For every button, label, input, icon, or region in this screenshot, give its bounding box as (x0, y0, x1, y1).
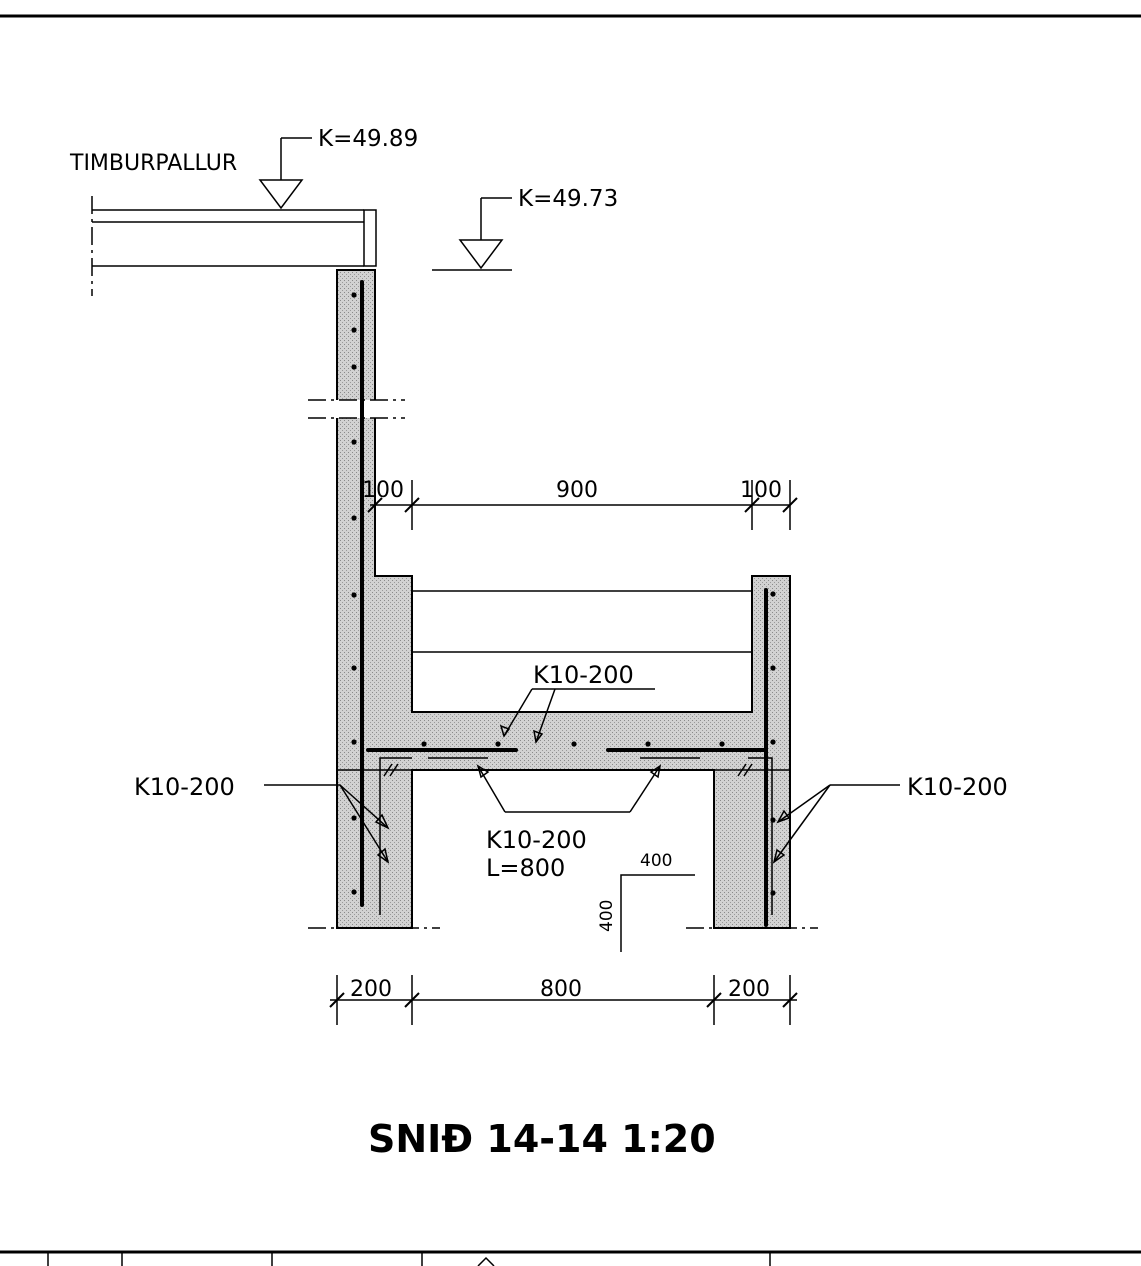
rebar-lines (360, 280, 773, 927)
timber-deck (91, 196, 377, 296)
dimension-bottom-right: 200 (728, 977, 770, 1002)
rebar-left-label: K10-200 (134, 773, 235, 801)
leader-top (499, 688, 655, 744)
rebar-dots (351, 292, 776, 896)
rebar-top-label: K10-200 (533, 661, 634, 689)
dimension-top (367, 480, 798, 530)
dimension-top-right: 100 (740, 478, 782, 503)
title-block-ticks (47, 1252, 771, 1266)
rebar-right-label: K10-200 (907, 773, 1008, 801)
bend-legend-horizontal: 400 (640, 851, 672, 871)
concrete-section (336, 269, 791, 929)
timber-deck-label: TIMBURPALLUR (69, 151, 237, 176)
dimension-bottom-left: 200 (350, 977, 392, 1002)
bend-legend (620, 874, 695, 952)
rebar-corner-length: L=800 (486, 854, 565, 882)
bench-slats (412, 590, 752, 653)
leader-corner (476, 764, 662, 813)
level-marker-ground (432, 197, 512, 271)
leader-right (772, 784, 900, 864)
dimension-top-middle: 900 (556, 478, 598, 503)
dimension-bottom (329, 975, 798, 1025)
dimension-top-left: 100 (362, 478, 404, 503)
section-title: SNIÐ 14-14 1:20 (368, 1117, 716, 1161)
hatch-ticks (383, 763, 753, 777)
leader-left (264, 784, 390, 864)
level-deck-label: K=49.89 (318, 126, 418, 152)
rebar-corner-label: K10-200 (486, 826, 587, 854)
wall-break-lines (308, 399, 405, 419)
level-marker-deck (258, 137, 312, 210)
dimension-bottom-middle: 800 (540, 977, 582, 1002)
level-ground-label: K=49.73 (518, 186, 618, 212)
bend-legend-vertical: 400 (597, 900, 617, 932)
